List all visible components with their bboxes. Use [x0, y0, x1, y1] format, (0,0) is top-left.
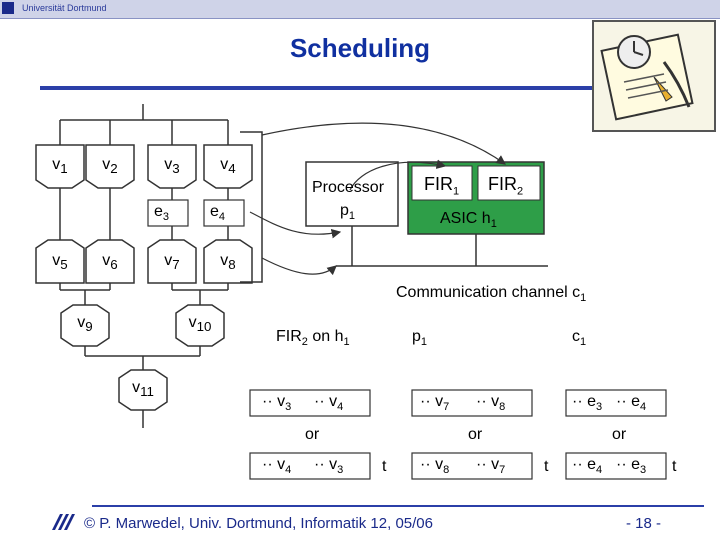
schedule-slot: ·· e3 — [572, 393, 603, 414]
node-v7: v7 — [164, 252, 180, 273]
node-v11: v11 — [132, 379, 154, 400]
edge-label-e3: e3 — [154, 203, 170, 224]
schedule-slot: ·· e3 — [616, 456, 647, 477]
schedule-slot: ·· v4 — [262, 456, 292, 477]
schedule-slot: ·· v8 — [420, 456, 450, 477]
schedule-slot: ·· v4 — [314, 393, 344, 414]
schedule-slot: ·· v7 — [420, 393, 450, 414]
node-v2: v2 — [102, 156, 118, 177]
time-label: t — [544, 458, 549, 475]
fir2-label: FIR2 — [488, 174, 524, 198]
node-v6: v6 — [102, 252, 118, 273]
node-v4: v4 — [220, 156, 236, 177]
time-label: t — [672, 458, 677, 475]
corner-mark-icon — [2, 2, 14, 14]
processor-label: Processor — [312, 179, 385, 196]
notebook-clock-clipart-icon — [592, 20, 716, 132]
title-rule — [40, 86, 600, 90]
node-v5: v5 — [52, 252, 68, 273]
slide-title: Scheduling — [289, 33, 431, 63]
page-number: - 18 - — [626, 515, 662, 532]
schedule-slot: ·· v3 — [262, 393, 292, 414]
university-logo-icon — [50, 512, 76, 532]
schedule-slot: ·· v3 — [314, 456, 344, 477]
schedule-slot: ·· e4 — [616, 393, 647, 414]
channel-label: Communication channel c1 — [396, 284, 587, 305]
node-v9: v9 — [77, 314, 93, 335]
top-bar: Universität Dortmund — [0, 0, 720, 19]
schedule-title-p1: p1 — [412, 328, 428, 349]
time-label: t — [382, 458, 387, 475]
schedule-slot: ·· e4 — [572, 456, 603, 477]
node-v1: v1 — [52, 156, 68, 177]
or-label: or — [305, 426, 320, 443]
university-label: Universität Dortmund — [22, 3, 107, 13]
asic-label: ASIC h1 — [440, 210, 497, 231]
or-label: or — [612, 426, 627, 443]
edge-label-e4: e4 — [210, 203, 226, 224]
node-v10: v10 — [188, 314, 212, 335]
node-v3: v3 — [164, 156, 180, 177]
schedule-title-fir2: FIR2 on h1 — [276, 328, 350, 349]
node-v8: v8 — [220, 252, 236, 273]
schedule-slot: ·· v7 — [476, 456, 506, 477]
or-label: or — [468, 426, 483, 443]
footer-rule — [92, 505, 704, 507]
footer-copyright: © P. Marwedel, Univ. Dortmund, Informati… — [84, 515, 433, 532]
schedule-title-c1: c1 — [572, 328, 587, 349]
processor-name: p1 — [340, 202, 356, 223]
fir1-label: FIR1 — [424, 174, 460, 198]
schedule-slot: ·· v8 — [476, 393, 506, 414]
